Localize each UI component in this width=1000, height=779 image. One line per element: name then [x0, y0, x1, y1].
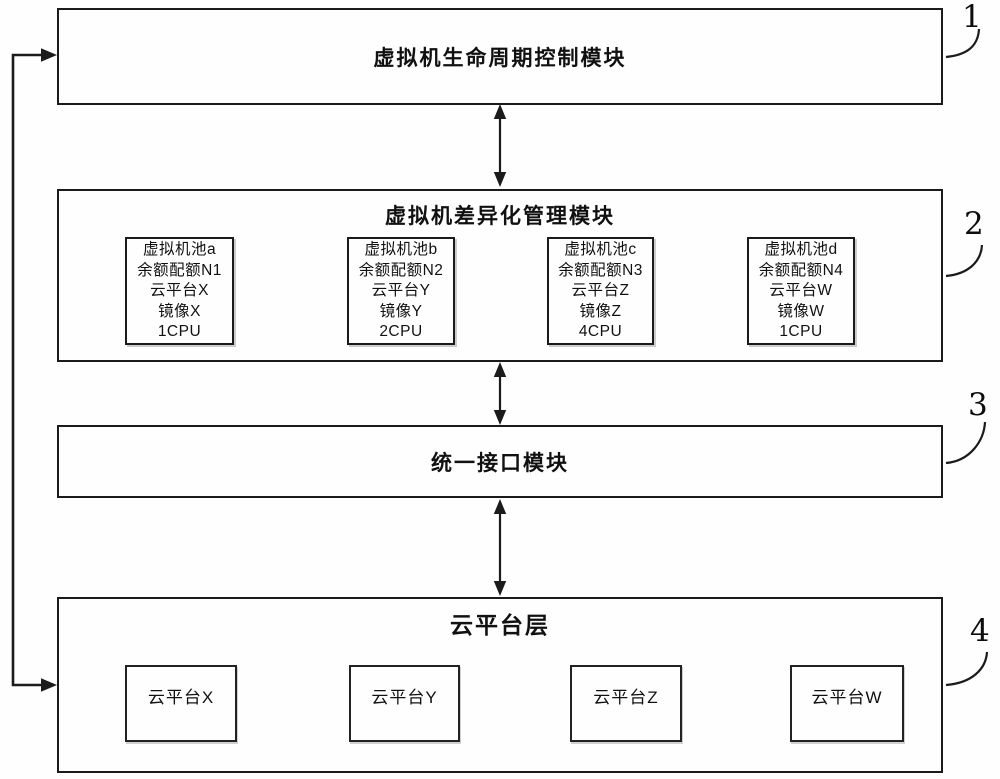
pool-platform: 云平台Y: [371, 282, 431, 299]
platform-label: 云平台Z: [593, 688, 659, 707]
double-arrow-icon: [493, 362, 507, 425]
platform-label: 云平台W: [811, 688, 883, 707]
pool-image: 镜像Y: [379, 302, 423, 320]
double-arrow-icon: [493, 499, 507, 596]
pool-image: 镜像X: [158, 302, 201, 320]
pool-cpu: 4CPU: [578, 323, 623, 340]
pool-platform: 云平台W: [769, 282, 833, 299]
ref-leader-curve-2: [945, 244, 984, 278]
vm-pool-box-a: 虚拟机池a 余额配额N1 云平台X 镜像X 1CPU: [125, 237, 234, 345]
pool-quota: 余额配额N3: [558, 261, 643, 279]
cloud-platform-box-x: 云平台X: [125, 665, 237, 742]
pool-image: 镜像W: [777, 302, 825, 320]
pool-quota: 余额配额N2: [358, 261, 444, 279]
pool-platform: 云平台X: [150, 282, 209, 299]
arrowhead-into-module1: [41, 48, 57, 62]
cloud-platform-box-w: 云平台W: [790, 665, 904, 742]
reference-numeral-1: 1: [962, 0, 982, 35]
module-title: 统一接口模块: [431, 451, 569, 475]
cloud-platform-box-y: 云平台Y: [349, 665, 460, 742]
platform-label: 云平台X: [147, 688, 215, 707]
module-vm-lifecycle-control: 虚拟机生命周期控制模块: [57, 8, 943, 105]
reference-numeral-2: 2: [964, 206, 984, 242]
ref-leader-curve-4: [945, 651, 989, 687]
pool-platform: 云平台Z: [571, 282, 630, 299]
module-unified-interface: 统一接口模块: [57, 425, 943, 498]
arrowhead-into-module4: [41, 678, 57, 692]
pool-name: 虚拟机池d: [764, 241, 838, 258]
vm-pool-box-c: 虚拟机池c 余额配额N3 云平台Z 镜像Z 4CPU: [547, 237, 654, 345]
reference-numeral-4: 4: [970, 613, 990, 649]
module-cloud-platform-layer: 云平台层 云平台X 云平台Y 云平台Z 云平台W: [57, 597, 943, 773]
pool-name: 虚拟机池b: [364, 241, 438, 258]
vm-pool-box-b: 虚拟机池b 余额配额N2 云平台Y 镜像Y 2CPU: [347, 237, 455, 345]
pool-name: 虚拟机池a: [142, 241, 217, 258]
reference-numeral-3: 3: [968, 387, 988, 423]
pool-image: 镜像Z: [579, 302, 622, 320]
platform-label: 云平台Y: [371, 688, 438, 707]
pool-cpu: 2CPU: [379, 323, 423, 340]
vm-pool-box-d: 虚拟机池d 余额配额N4 云平台W 镜像W 1CPU: [747, 237, 855, 345]
module-title: 虚拟机差异化管理模块: [385, 205, 615, 228]
pool-name: 虚拟机池c: [564, 241, 637, 258]
left-connector-line: [11, 48, 57, 692]
module-title: 虚拟机生命周期控制模块: [373, 46, 627, 70]
pool-cpu: 1CPU: [779, 323, 823, 340]
module-vm-differentiation-management: 虚拟机差异化管理模块 虚拟机池a 余额配额N1 云平台X 镜像X 1CPU 虚拟…: [57, 189, 943, 362]
double-arrow-icon: [493, 104, 507, 187]
cloud-platform-box-z: 云平台Z: [570, 665, 682, 742]
pool-quota: 余额配额N4: [758, 261, 844, 279]
ref-leader-curve-3: [945, 421, 987, 465]
module-title: 云平台层: [450, 612, 550, 638]
pool-quota: 余额配额N1: [137, 261, 222, 279]
pool-cpu: 1CPU: [157, 323, 202, 340]
